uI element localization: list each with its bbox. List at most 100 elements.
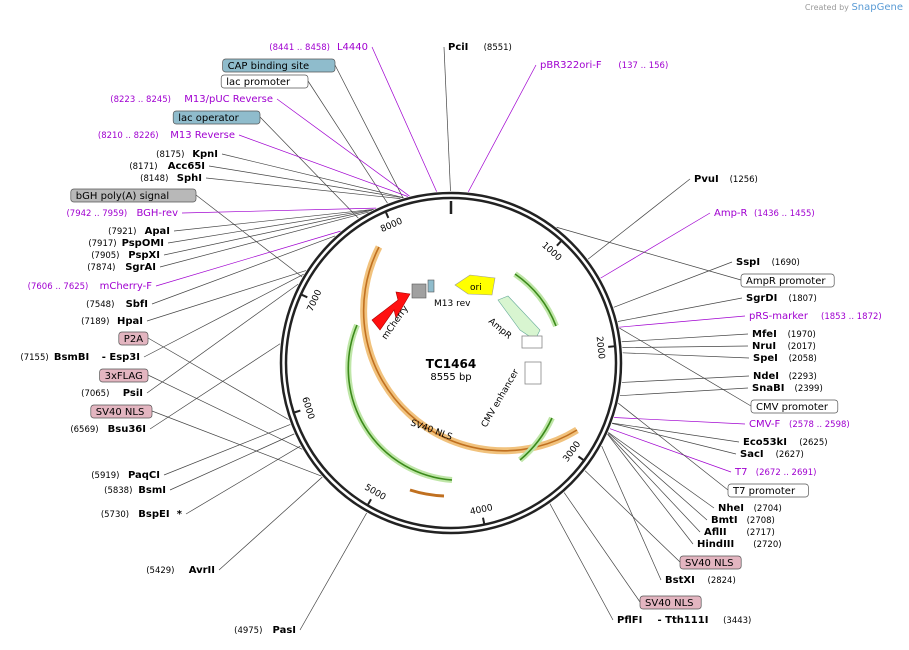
label-lac-promoter[interactable]: lac promoter — [220, 74, 309, 89]
label-prs-marker[interactable]: pRS-marker(1853 .. 1872) — [749, 311, 882, 322]
label-name: PciI — [448, 42, 468, 53]
label-pcii[interactable]: PciI (8551) — [448, 42, 512, 53]
leader-line — [173, 208, 374, 232]
label-extra: - Esp3I — [102, 352, 140, 363]
label-position: (2717) — [747, 528, 775, 538]
label-extra: * — [177, 509, 183, 520]
label-p2a[interactable]: P2A — [118, 331, 149, 346]
label-bmti[interactable]: BmtI(2708) — [711, 515, 775, 526]
leader-line — [167, 209, 374, 244]
label-name: AflII — [704, 527, 727, 538]
label-sv40-nls[interactable]: SV40 NLS — [639, 595, 702, 610]
label-3xflag[interactable]: 3xFLAG — [99, 368, 149, 383]
label-bspei[interactable]: *BspEI(5730) — [101, 509, 183, 520]
label-avrii[interactable]: AvrII(5429) — [146, 565, 215, 576]
label-pasi[interactable]: PasI(4975) — [234, 625, 296, 636]
label-nrui[interactable]: NruI(2017) — [752, 341, 816, 352]
label-sv40-nls[interactable]: SV40 NLS — [679, 555, 742, 570]
label-hindiii[interactable]: HindIII(2720) — [697, 539, 782, 550]
leader-line — [619, 315, 746, 328]
leader-line — [607, 433, 701, 533]
label-mcherry-f[interactable]: mCherry-F(7606 .. 7625) — [28, 281, 153, 292]
label-spei[interactable]: SpeI(2058) — [753, 353, 817, 364]
label-name: Amp-R — [714, 208, 748, 219]
label-name: CMV promoter — [756, 402, 829, 413]
label-name: bGH poly(A) signal — [76, 191, 169, 202]
label-t7-promoter[interactable]: T7 promoter — [727, 483, 809, 498]
label-nhei[interactable]: NheI (2704) — [718, 503, 782, 514]
cmv-box-2 — [524, 361, 542, 385]
ori-label: ori — [470, 283, 482, 293]
label-pbr322ori-f[interactable]: pBR322ori-F(137 .. 156) — [540, 60, 668, 71]
label-sspi[interactable]: SspI(1690) — [736, 257, 800, 268]
label-sgrai[interactable]: SgrAI(7874) — [87, 262, 156, 273]
label-acc65i[interactable]: Acc65I(8171) — [129, 161, 205, 172]
label-name: SacI — [740, 449, 764, 460]
leader-line — [611, 423, 737, 455]
label-paqci[interactable]: PaqCI(5919) — [91, 470, 160, 481]
label-m13-reverse[interactable]: M13 Reverse(8210 .. 8226) — [98, 130, 235, 141]
leader-line — [621, 375, 750, 383]
label-position: (2704) — [754, 504, 782, 514]
label-name: AmpR promoter — [746, 276, 826, 287]
leader-line — [195, 194, 303, 278]
label-bsmi[interactable]: BsmI(5838) — [104, 485, 166, 496]
label-position: (2625) — [799, 438, 827, 448]
label-sphi[interactable]: SphI(8148) — [140, 173, 202, 184]
label-pvui[interactable]: PvuI(1256) — [694, 174, 758, 185]
label-cap-binding-site[interactable]: CAP binding site — [222, 58, 336, 73]
label-name: NheI — [718, 503, 744, 514]
label-t7[interactable]: T7(2672 .. 2691) — [734, 467, 817, 478]
tick-4000 — [482, 517, 486, 524]
label-box — [222, 58, 336, 73]
label-l4440[interactable]: L4440(8441 .. 8458) — [269, 42, 368, 53]
leader-line — [218, 476, 323, 571]
label-sv40-nls[interactable]: SV40 NLS — [90, 404, 153, 419]
label-bsu36i[interactable]: Bsu36I(6569) — [70, 424, 146, 435]
label-name: HpaI — [117, 316, 143, 327]
label-pspxi[interactable]: PspXI(7905) — [91, 250, 160, 261]
label-name: L4440 — [337, 42, 368, 53]
label-bgh-poly-a-signal[interactable]: bGH poly(A) signal — [70, 188, 197, 203]
leader-line — [587, 178, 691, 260]
label-pflfi[interactable]: PflFI- Tth111I(3443) — [617, 615, 751, 626]
label-name: lac promoter — [226, 77, 291, 88]
label-sbfi[interactable]: SbfI(7548) — [86, 299, 148, 310]
label-hpai[interactable]: HpaI(7189) — [81, 316, 143, 327]
leader-line — [619, 327, 752, 407]
tick-5000 — [367, 498, 372, 505]
label-name: pRS-marker — [749, 311, 809, 322]
label-name: SV40 NLS — [96, 407, 145, 418]
label-ndei[interactable]: NdeI(2293) — [753, 371, 817, 382]
tick-6000 — [294, 409, 301, 414]
label-eco53ki[interactable]: Eco53kI(2625) — [743, 437, 828, 448]
label-m13-puc-reverse[interactable]: M13/pUC Reverse(8223 .. 8245) — [110, 94, 273, 105]
label-apai[interactable]: ApaI(7921) — [108, 226, 170, 237]
label-pspomi[interactable]: PspOMI(7917) — [88, 238, 164, 249]
label-mfei[interactable]: MfeI(1970) — [752, 329, 816, 340]
label-cmv-f[interactable]: CMV-F(2578 .. 2598) — [749, 419, 850, 430]
leader-line — [621, 333, 749, 343]
label-position: (8551) — [484, 43, 512, 53]
label-amp-r[interactable]: Amp-R(1436 .. 1455) — [714, 208, 815, 219]
label-bstxi[interactable]: BstXI(2824) — [665, 575, 736, 586]
label-sgrdi[interactable]: SgrDI(1807) — [746, 293, 817, 304]
label-name: PspXI — [128, 250, 160, 261]
label-ampr-promoter[interactable]: AmpR promoter — [740, 273, 835, 288]
label-position: (137 .. 156) — [618, 61, 668, 71]
label-aflii[interactable]: AflII (2717) — [704, 527, 775, 538]
label-kpni[interactable]: KpnI(8175) — [156, 149, 218, 160]
label-psii[interactable]: PsiI(7065) — [81, 388, 143, 399]
leader-line — [307, 80, 388, 204]
label-position: (7065) — [81, 389, 109, 399]
label-name: CAP binding site — [228, 61, 310, 72]
label-name: SgrDI — [746, 293, 777, 304]
label-saci[interactable]: SacI(2627) — [740, 449, 804, 460]
label-lac-operator[interactable]: lac operator — [172, 110, 261, 125]
label-snabi[interactable]: SnaBI(2399) — [752, 383, 823, 394]
label-bgh-rev[interactable]: BGH-rev(7942 .. 7959) — [66, 208, 178, 219]
label-cmv-promoter[interactable]: CMV promoter — [750, 399, 839, 414]
label-name: PflFI — [617, 615, 642, 626]
tick-label-7000: 7000 — [306, 288, 325, 313]
